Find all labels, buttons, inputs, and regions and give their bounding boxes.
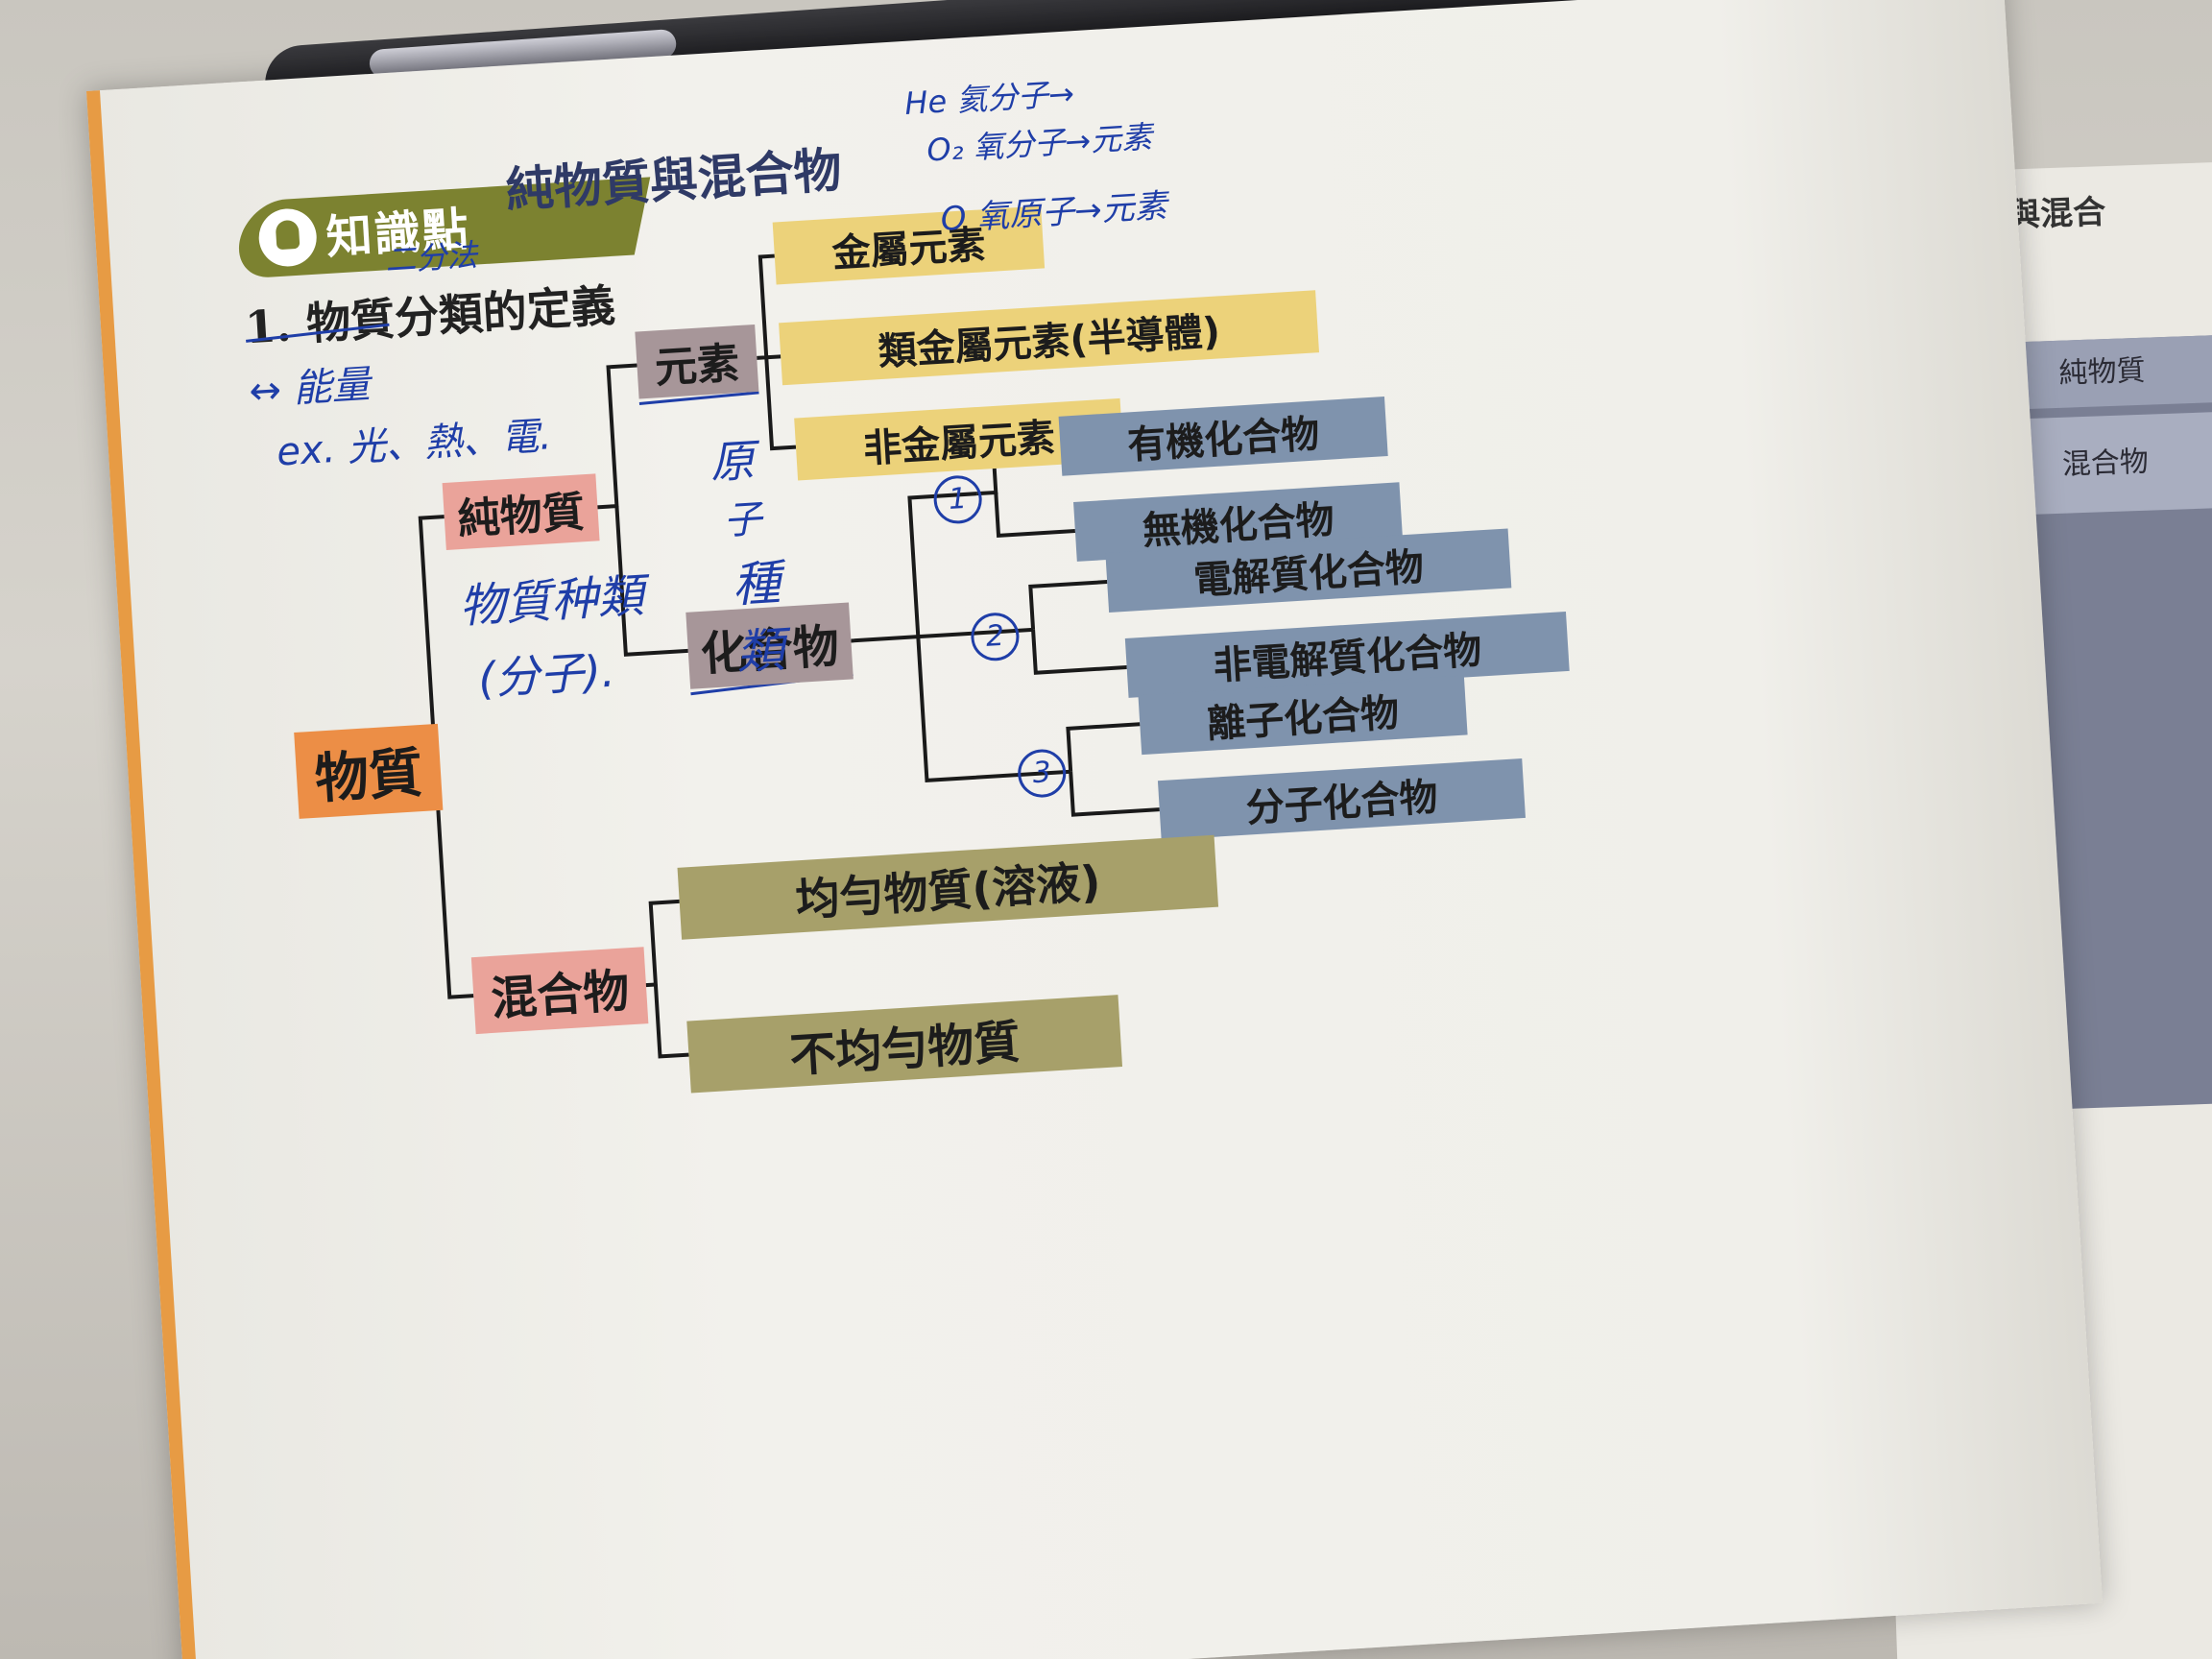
connector-group3 — [1069, 771, 1160, 817]
tree-connectors — [246, 253, 1160, 1059]
node-root: 物質 — [294, 723, 444, 819]
handwritten-substance-kinds: 物質种類 — [457, 568, 645, 635]
handwritten-molecule: (分子). — [476, 644, 617, 706]
underline-stroke — [246, 323, 390, 343]
connector-compound — [916, 637, 1071, 783]
connector-pure — [592, 363, 637, 510]
connector-pure — [614, 505, 688, 657]
connector-group3 — [1066, 722, 1141, 772]
handwritten-dichotomy: 二分法 — [384, 236, 479, 279]
connector-element — [757, 253, 775, 360]
node-element: 元素 — [635, 324, 759, 399]
handwritten-atom-char: 種 — [730, 554, 782, 613]
connector-group1 — [994, 492, 1076, 538]
underline-stroke — [638, 391, 759, 405]
node-pure-substance: 純物質 — [442, 473, 600, 551]
connector-group2 — [1031, 629, 1127, 675]
connector-group2 — [1028, 580, 1108, 630]
connector-root — [433, 766, 474, 999]
connector-compound — [851, 492, 977, 643]
connector-mixture — [653, 984, 689, 1059]
connector-element — [764, 357, 797, 451]
node-mixture: 混合物 — [470, 947, 649, 1035]
handwritten-atom-char: 類 — [734, 621, 786, 681]
connector-compound — [918, 627, 1034, 639]
handwritten-atom-char: 原 — [709, 434, 757, 489]
textbook-page: 知識點 純物質與混合物 1. 物質分類的定義 — [86, 0, 2104, 1659]
handwritten-energy: ↔ 能量 — [248, 362, 372, 415]
connector-element — [766, 354, 781, 360]
handwritten-atom-char: 子 — [722, 496, 763, 544]
